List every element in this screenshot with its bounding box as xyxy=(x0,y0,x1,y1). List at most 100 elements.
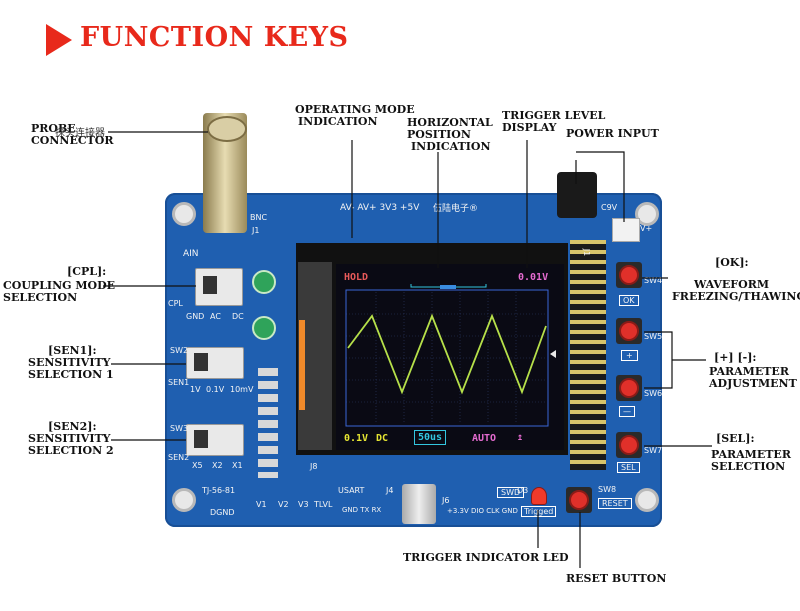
label-probe-connector: PROBE CONNECTOR xyxy=(31,123,114,147)
cpl-switch[interactable] xyxy=(195,268,243,306)
silk-d3: D3 xyxy=(517,486,529,495)
label-sen1-key: [SEN1]: xyxy=(48,344,97,357)
label-horizontal-line1: HORIZONTAL xyxy=(407,116,493,129)
lcd-screen xyxy=(336,264,564,450)
silk-sw2: SW2 xyxy=(170,346,189,355)
label-sen1-line2: SELECTION 1 xyxy=(28,368,114,381)
silk-01v: 0.1V xyxy=(206,385,225,394)
sen2-switch-knob[interactable] xyxy=(194,430,208,448)
silk-cpl: CPL xyxy=(168,299,183,308)
label-sen1-desc: SENSITIVITY SELECTION 1 xyxy=(28,357,114,381)
label-plusminus-desc: PARAMETER ADJUSTMENT xyxy=(709,366,797,390)
silk-brand: 伍陆电子® xyxy=(433,204,479,214)
label-probe-cn: 探头连接器 xyxy=(55,128,105,139)
lcd-sensitivity: 0.1V xyxy=(344,433,369,444)
lcd-slope-icon: ↥ xyxy=(517,432,524,443)
lcd-plot-border xyxy=(345,289,549,427)
silk-1v: 1V xyxy=(190,385,201,394)
sel-button[interactable] xyxy=(619,435,639,455)
silk-j1: J1 xyxy=(252,226,260,235)
label-cpl-line1: COUPLING MODE xyxy=(3,279,116,292)
silk-j8: J8 xyxy=(310,462,318,471)
silk-j6: J6 xyxy=(442,496,450,505)
silk-triggered: Trigged xyxy=(521,506,557,517)
label-horizontal-line2: POSITION xyxy=(407,128,471,141)
label-sen2-key: [SEN2]: xyxy=(48,420,97,433)
silk-c9v: C9V xyxy=(601,203,618,212)
trimmer-cap xyxy=(252,316,276,340)
plus-button[interactable] xyxy=(619,321,639,341)
label-cpl-desc: COUPLING MODE SELECTION xyxy=(3,280,115,304)
ok-button[interactable] xyxy=(619,265,639,285)
label-horizontal-position: HORIZONTAL POSITION INDICATION xyxy=(407,117,493,153)
label-plusminus-key: [+] [-]: xyxy=(714,351,757,364)
mount-hole xyxy=(172,488,196,512)
silk-swd-pins: +3.3V DIO CLK GND xyxy=(447,507,518,515)
silk-bnc: BNC xyxy=(250,213,268,222)
silk-tp-tlvl: TLVL xyxy=(314,500,333,509)
trigger-led xyxy=(531,487,547,505)
lcd-trigger-mode: AUTO xyxy=(472,433,497,444)
silk-tp-v1: V1 xyxy=(256,500,267,509)
silk-tp-v3: V3 xyxy=(298,500,309,509)
silk-dc: DC xyxy=(232,312,244,321)
lcd-position-marker xyxy=(440,285,456,289)
silk-10mv: 10mV xyxy=(230,385,254,394)
silk-sw3: SW3 xyxy=(170,424,189,433)
minus-button[interactable] xyxy=(619,378,639,398)
label-sen2-line2: SELECTION 2 xyxy=(28,444,114,457)
mount-hole xyxy=(635,202,659,226)
silk-tp-v2: V2 xyxy=(278,500,289,509)
silk-usart: USART xyxy=(338,486,365,495)
silk-vplus: V+ xyxy=(640,224,653,233)
reset-button[interactable] xyxy=(569,490,589,510)
lcd-trigger-marker xyxy=(550,350,556,358)
label-trigger-line1: TRIGGER LEVEL xyxy=(502,109,606,122)
silk-sw7: SW7 xyxy=(644,446,663,455)
usb-port xyxy=(402,484,436,524)
sen1-switch-knob[interactable] xyxy=(194,353,208,371)
silk-ok: OK xyxy=(619,295,639,306)
label-operating-line2: INDICATION xyxy=(298,115,378,128)
lcd-waveform xyxy=(347,313,547,395)
lcd-mode: HOLD xyxy=(344,272,369,283)
label-trigger-led: TRIGGER INDICATOR LED xyxy=(403,551,569,564)
lcd-trigger-level: 0.01V xyxy=(518,272,549,283)
label-sel-key: [SEL]: xyxy=(716,432,755,445)
lcd-coupling: DC xyxy=(376,433,389,444)
page-title: FUNCTION KEYS xyxy=(80,22,349,53)
label-cpl-line2: SELECTION xyxy=(3,291,78,304)
label-cpl-key: [CPL]: xyxy=(67,265,107,278)
silk-sen1: SEN1 xyxy=(168,378,190,387)
bnc-opening xyxy=(207,116,247,142)
label-sel-desc: PARAMETER SELECTION xyxy=(711,449,791,473)
lcd-timebase: 50us xyxy=(414,430,447,445)
mount-hole xyxy=(172,202,196,226)
silk-minus: — xyxy=(619,406,635,417)
label-power-input: POWER INPUT xyxy=(566,127,659,140)
label-probe-line2: CONNECTOR xyxy=(31,134,114,147)
silk-sw8: SW8 xyxy=(598,485,617,494)
silk-ac: AC xyxy=(210,312,221,321)
silk-x1: X1 xyxy=(232,461,243,470)
cpl-switch-knob[interactable] xyxy=(203,276,217,294)
trimmer-cap xyxy=(252,270,276,294)
component-column xyxy=(258,368,278,478)
silk-usart-pins: GND TX RX xyxy=(342,506,382,514)
silk-sw5: SW5 xyxy=(644,332,663,341)
label-reset-button: RESET BUTTON xyxy=(566,572,667,585)
label-ok-line1: WAVEFORM xyxy=(694,278,770,291)
silk-sw4: SW4 xyxy=(644,276,663,285)
label-horizontal-line3: INDICATION xyxy=(411,140,491,153)
label-sel-line1: PARAMETER xyxy=(711,448,791,461)
label-ok-desc: WAVEFORM FREEZING/THAWING xyxy=(672,279,800,303)
lcd-ribbon-strip xyxy=(299,320,305,410)
label-plusminus-line2: ADJUSTMENT xyxy=(709,377,797,390)
pin-header xyxy=(570,240,606,470)
silk-model: TJ-56-81 xyxy=(202,486,236,495)
silk-gnd: GND xyxy=(186,312,205,321)
label-sen2-desc: SENSITIVITY SELECTION 2 xyxy=(28,433,114,457)
label-sen1-line1: SENSITIVITY xyxy=(28,356,111,369)
label-trigger-level: TRIGGER LEVEL DISPLAY xyxy=(502,110,605,134)
